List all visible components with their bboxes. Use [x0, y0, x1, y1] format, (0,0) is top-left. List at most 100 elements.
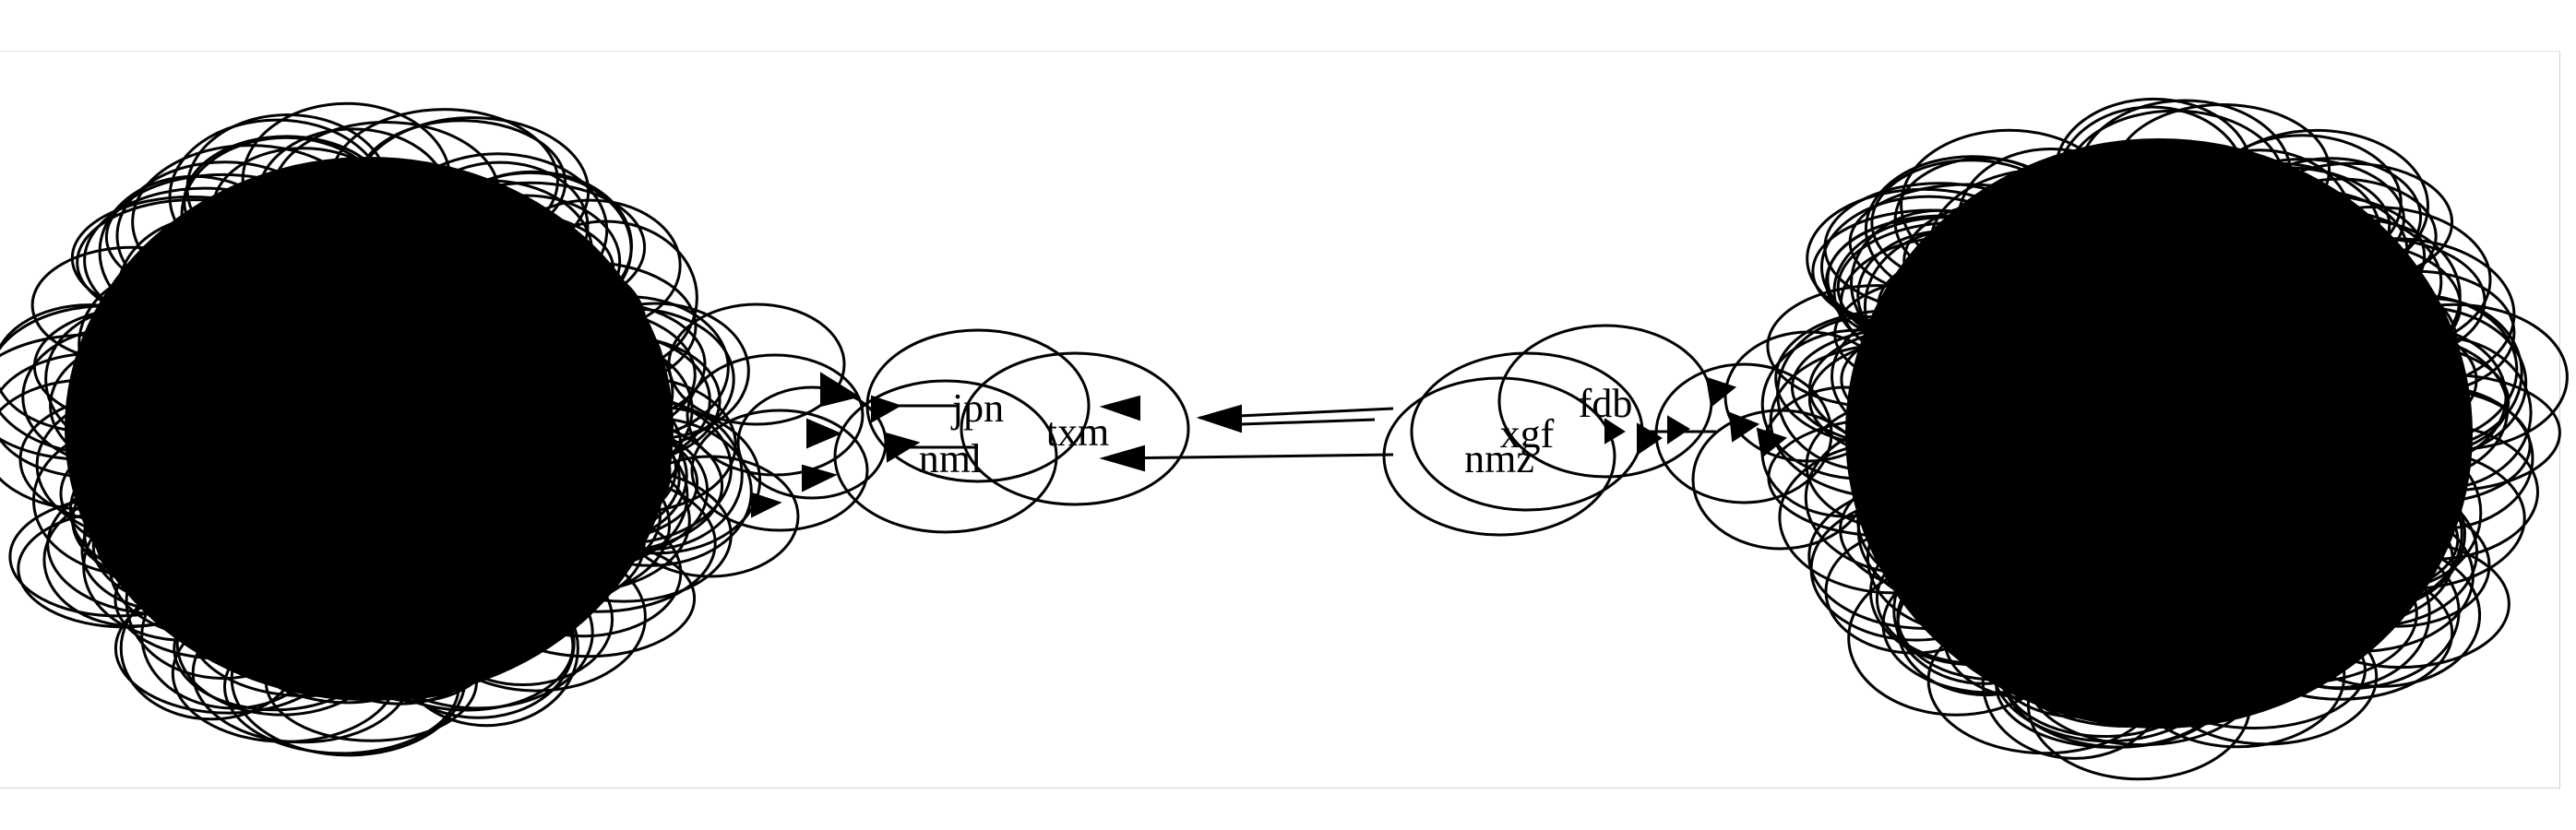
left-cluster-node-outline [216, 555, 427, 694]
left-cluster-node-outline [430, 194, 622, 329]
right-cluster-node-outline [1805, 396, 2028, 535]
arrowhead-left-3 [802, 464, 838, 492]
node-label-nml: nml [919, 436, 982, 481]
left-cluster-node-outline [307, 580, 505, 700]
left-cluster-rings [0, 101, 762, 757]
left-cluster-node-outline [430, 232, 626, 364]
left-cluster-node-outline [230, 600, 467, 757]
left-cluster-node-outline [175, 570, 388, 717]
right-cluster-node-outline [2280, 458, 2463, 610]
left-cluster-node-outline [113, 539, 330, 660]
right-cluster-node-outline [2238, 157, 2423, 278]
arrowhead-left-2 [806, 418, 842, 449]
left-cluster-node-outline [200, 184, 393, 331]
right-cluster-node-outline [1881, 485, 2074, 624]
node-nmz[interactable]: nmz [1382, 376, 1616, 537]
right-cluster-node-outline [1995, 622, 2229, 749]
left-fringe-nodes [621, 302, 888, 578]
left-cluster-node-outline [388, 152, 609, 309]
right-cluster-node-outline [2247, 269, 2436, 414]
left-cluster-node-outline [512, 422, 710, 559]
right-cluster-node-outline [1870, 159, 2071, 287]
right-cluster-node-outline [2201, 134, 2403, 272]
right-cluster-node-outline [2200, 208, 2443, 357]
right-cluster-node-outline [2306, 503, 2491, 628]
right-cluster-node-outline [2093, 563, 2302, 715]
left-cluster-node-outline [8, 495, 226, 618]
left-cluster-node-outline [432, 552, 614, 686]
left-cluster-node-outline [119, 575, 304, 721]
left-cluster-node-outline [140, 562, 327, 710]
right-cluster-node-outline [1926, 606, 2165, 755]
left-cluster-node-outline [82, 492, 286, 642]
left-cluster-node-outline [35, 387, 276, 543]
right-cluster-node-outline [2115, 559, 2330, 690]
left-cluster-node-outline [0, 303, 186, 433]
right-cluster-node-outline [1950, 559, 2152, 687]
left-cluster-node-outline [233, 549, 461, 705]
left-cluster-node-outline [235, 170, 451, 303]
left-cluster-node-outline [351, 541, 536, 664]
left-cluster-node-outline [0, 304, 225, 456]
right-cluster-node-outline [1877, 245, 2110, 365]
edge-nmz-txm [1111, 453, 1394, 460]
left-cluster-node-outline [458, 296, 663, 431]
left-cluster-node-outline [215, 195, 416, 322]
node-jpn[interactable]: jpn [865, 328, 1091, 483]
right-cluster-node-outline [1900, 128, 2119, 280]
left-cluster-node-outline [414, 181, 647, 314]
left-cluster-node-outline [480, 261, 698, 393]
arrowhead-left-1 [820, 372, 861, 408]
right-cluster-node-outline [2313, 293, 2519, 446]
right-cluster-node-outline [2232, 532, 2461, 691]
right-cluster-node-outline [1823, 182, 2056, 313]
left-cluster-node-outline [425, 541, 647, 693]
right-cluster-node-outline [2239, 241, 2463, 371]
left-cluster-node-outline [350, 546, 529, 676]
right-cluster-node-outline [1864, 155, 2081, 304]
left-cluster-node-outline [484, 404, 688, 548]
arrowhead-fdb [1604, 418, 1626, 445]
left-cluster-node-outline [217, 172, 415, 317]
arrowhead-txm-2 [1099, 395, 1140, 421]
right-cluster-node-outline [2224, 478, 2460, 601]
left-cluster-node-outline [479, 473, 717, 613]
node-label-jpn: jpn [950, 385, 1004, 431]
left-cluster-node-outline [480, 314, 674, 470]
left-cluster-node-outline [109, 496, 335, 641]
left-cluster-node-outline [560, 302, 750, 441]
left-cluster-node-outline [532, 307, 735, 452]
right-cluster-node-outline [2173, 161, 2381, 301]
left-cluster-node-outline [30, 245, 234, 364]
right-cluster-node-outline [1964, 569, 2194, 691]
right-cluster-node-outline [2226, 564, 2454, 701]
right-cluster-node-outline [2244, 492, 2454, 627]
right-cluster-node-outline [2318, 269, 2516, 396]
left-cluster-node-outline [498, 198, 682, 332]
right-fringe-nodes [1654, 330, 1930, 551]
arrowhead-txm-3 [1099, 445, 1145, 472]
right-cluster-node-outline [2226, 195, 2427, 317]
right-cluster-node-outline [1778, 440, 2010, 595]
arrowhead-right-4 [1756, 427, 1788, 458]
right-cluster-node-outline [2064, 109, 2285, 255]
left-cluster [0, 101, 762, 757]
node-label-nmz: nmz [1464, 436, 1534, 481]
left-cluster-node-outline [358, 580, 575, 712]
right-cluster-node-outline [1875, 532, 2082, 666]
arrowhead-right-5 [1728, 411, 1760, 443]
left-cluster-node-outline [83, 186, 326, 334]
left-cluster-node-outline [78, 267, 268, 421]
right-cluster-node-outline [1878, 253, 2080, 389]
arrowhead-left-5 [871, 395, 902, 423]
node-nml[interactable]: nml [833, 379, 1058, 534]
right-cluster-node-outline [2327, 423, 2540, 561]
right-cluster-node-outline [1856, 440, 2084, 599]
left-cluster-node-outline [21, 326, 219, 468]
right-cluster-rings [1760, 97, 2569, 781]
left-cluster-node-outline [265, 165, 465, 291]
left-cluster-node-outline [515, 467, 733, 603]
left-cluster-node-outline [141, 226, 321, 349]
left-cluster-node-outline [393, 569, 579, 728]
